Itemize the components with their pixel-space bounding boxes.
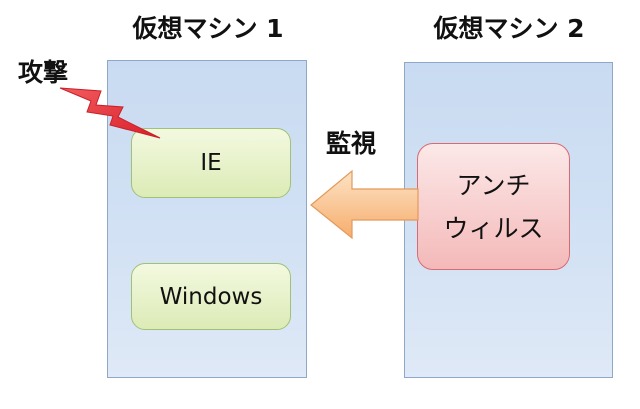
ie-label: IE [200,150,222,176]
windows-label: Windows [159,283,263,310]
monitor-label: 監視 [326,129,377,158]
left-arrow-icon [310,169,419,240]
antivirus-label-line2: ウィルス [443,213,544,243]
antivirus-box: アンチ ウィルス [417,143,570,270]
attack-label: 攻撃 [18,58,69,87]
lightning-bolt-icon [59,87,161,139]
windows-box: Windows [131,263,291,330]
vm2-title: 仮想マシン 2 [433,14,585,43]
antivirus-label-line1: アンチ [456,170,531,200]
vm1-title: 仮想マシン 1 [132,14,284,43]
ie-box: IE [131,128,291,198]
